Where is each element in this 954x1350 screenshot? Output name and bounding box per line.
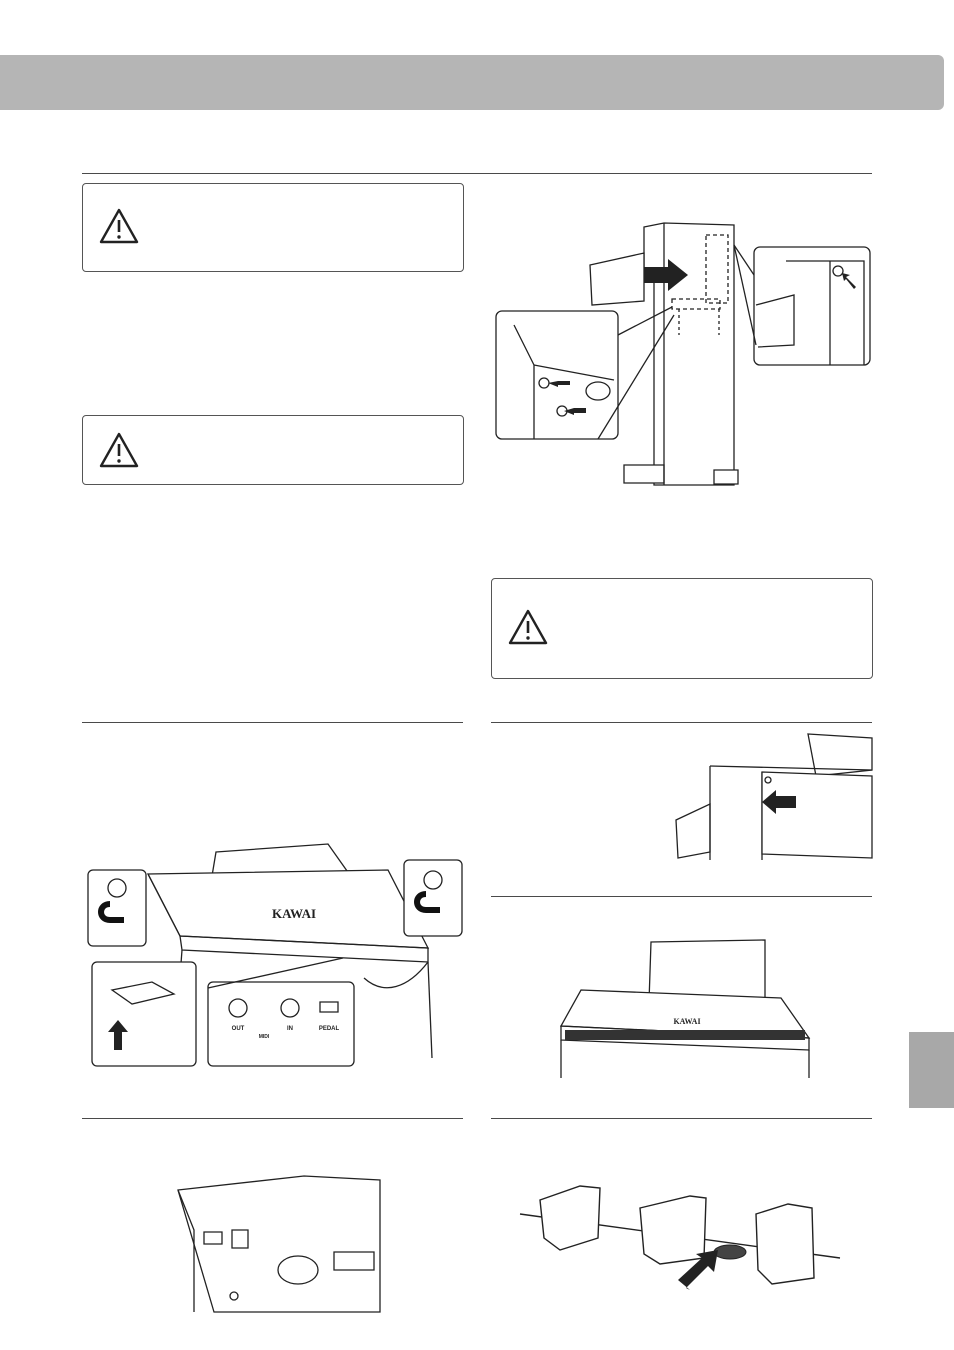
warning-triangle-icon bbox=[99, 208, 139, 244]
arrow-icon bbox=[842, 273, 856, 289]
side-panel-assembly-illustration bbox=[494, 215, 874, 490]
pedal-port-label: PEDAL bbox=[319, 1026, 340, 1032]
midi-in-label: IN bbox=[287, 1026, 293, 1032]
pedal-adjuster-knob[interactable] bbox=[714, 1245, 746, 1259]
arrow-icon bbox=[564, 408, 586, 415]
caution-box-2 bbox=[82, 415, 464, 485]
side-screw-closeup-illustration bbox=[676, 730, 872, 862]
section-rule-right-2 bbox=[491, 722, 872, 723]
cable-connection-illustration: KAWAI OUT IN MIDI PEDAL bbox=[88, 838, 468, 1070]
cable-clip-icon bbox=[417, 894, 440, 910]
chapter-header-bar bbox=[0, 55, 944, 110]
arrow-icon bbox=[762, 790, 796, 814]
arrow-icon bbox=[644, 259, 688, 291]
warning-triangle-icon bbox=[99, 432, 139, 468]
section-rule-right-4 bbox=[491, 1118, 872, 1119]
assembled-piano-illustration: KAWAI bbox=[555, 938, 815, 1080]
piano-brand-label: KAWAI bbox=[272, 906, 316, 921]
arrow-icon bbox=[678, 1250, 718, 1290]
midi-out-label: OUT bbox=[232, 1026, 245, 1032]
midi-group-label: MIDI bbox=[259, 1034, 270, 1040]
underside-bracket-illustration bbox=[174, 1170, 380, 1314]
chapter-side-tab[interactable] bbox=[909, 1032, 954, 1108]
cable-clip-icon bbox=[101, 904, 124, 920]
caution-box-3 bbox=[491, 578, 873, 679]
caution-box-1 bbox=[82, 183, 464, 272]
warning-triangle-icon bbox=[508, 609, 548, 645]
section-rule-left-4 bbox=[82, 1118, 463, 1119]
section-rule-right-3 bbox=[491, 896, 872, 897]
piano-brand-label: KAWAI bbox=[673, 1017, 700, 1026]
pedal-adjuster-illustration bbox=[520, 1178, 850, 1290]
arrow-icon bbox=[548, 381, 570, 387]
arrow-icon bbox=[108, 1020, 128, 1050]
piano-keys bbox=[565, 1030, 805, 1040]
section-rule-left-2 bbox=[82, 722, 463, 723]
section-rule-top bbox=[82, 173, 872, 174]
